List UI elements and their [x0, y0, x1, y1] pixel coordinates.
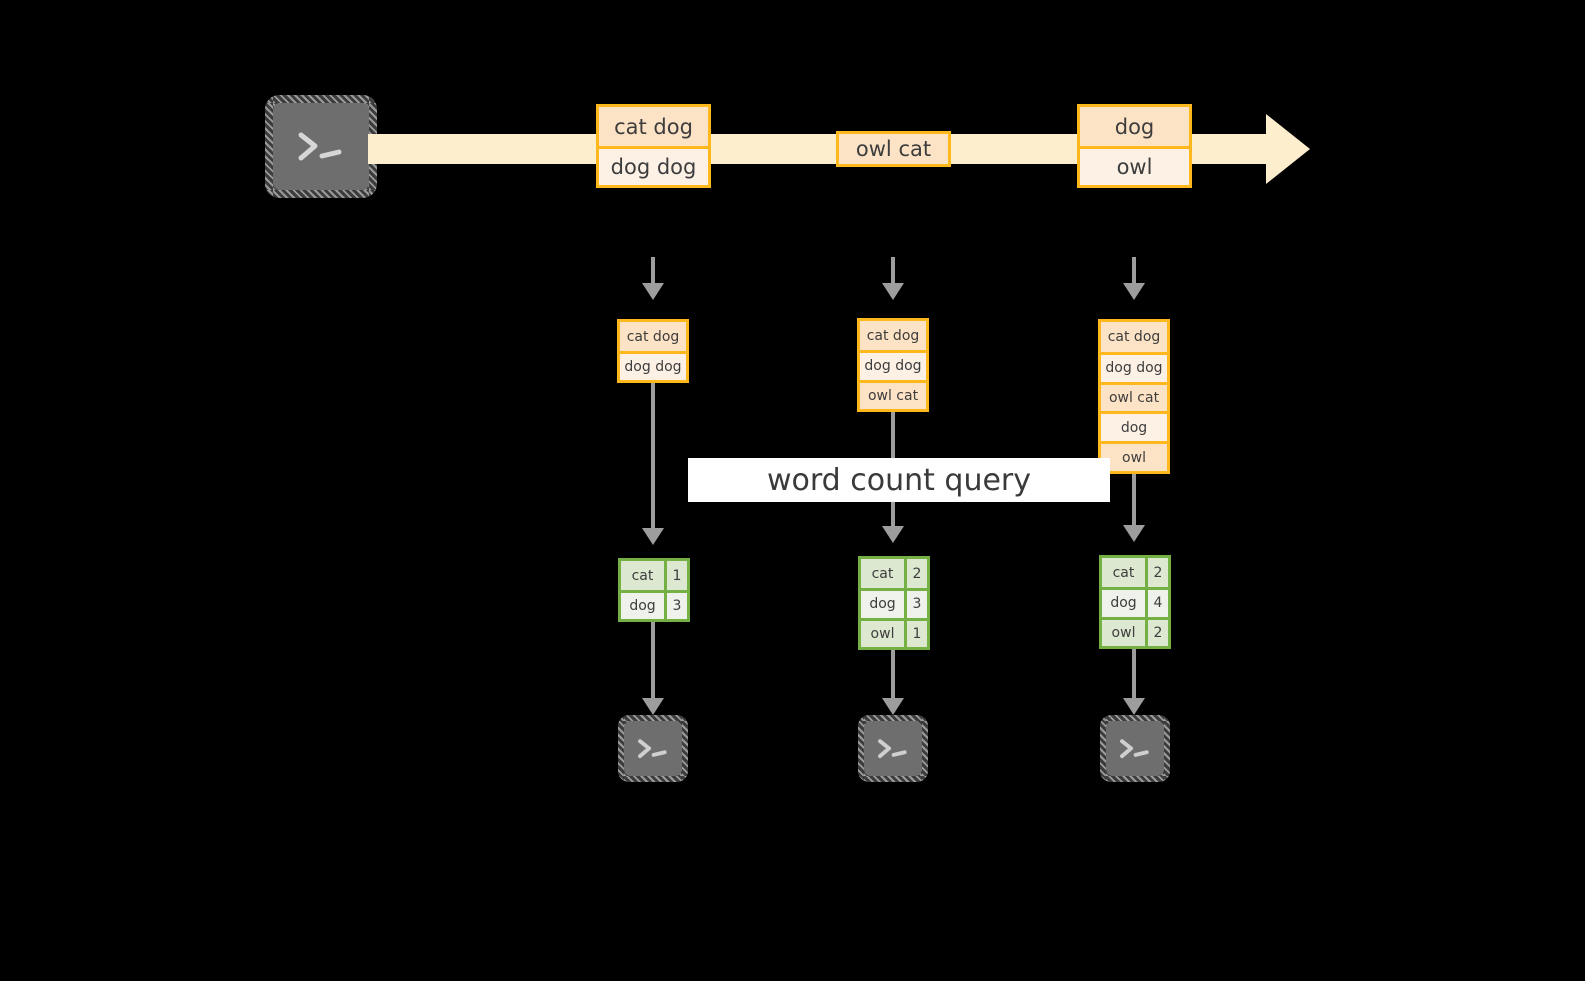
result-word: dog	[1102, 590, 1148, 617]
snapshot-1-accumulated-box: cat dog dog dog	[617, 319, 689, 383]
stream-event-line: cat dog	[599, 107, 708, 146]
result-count: 2	[1148, 619, 1168, 646]
accumulated-line: dog	[1101, 411, 1167, 442]
snapshot-3-accumulated-box: cat dog dog dog owl cat dog owl	[1098, 319, 1170, 474]
snapshot-1-result-table: cat 1 dog 3	[618, 558, 690, 622]
snapshot-2-dashed-connector	[891, 257, 895, 283]
result-word: owl	[1102, 619, 1148, 646]
result-count: 1	[667, 561, 687, 590]
table-row: owl 1	[861, 617, 927, 647]
result-word: dog	[621, 593, 667, 619]
result-word: cat	[861, 559, 907, 589]
stream-arrowhead-icon	[1266, 114, 1310, 184]
terminal-screen	[273, 103, 369, 190]
accumulated-line: cat dog	[860, 321, 926, 351]
table-row: cat 2	[1102, 558, 1168, 588]
snapshot-2-dashed-arrowhead-icon	[882, 283, 904, 300]
table-row: cat 2	[861, 559, 927, 589]
result-word: owl	[861, 620, 907, 647]
accumulated-line: dog dog	[620, 351, 686, 380]
snapshot-2-sink-arrowhead-icon	[882, 698, 904, 715]
stream-event-line: owl cat	[839, 134, 948, 164]
result-word: cat	[621, 561, 667, 590]
accumulated-line: dog dog	[860, 350, 926, 380]
snapshot-1-query-connector	[651, 383, 655, 528]
result-word: cat	[1102, 558, 1148, 588]
snapshot-3-result-table: cat 2 dog 4 owl 2	[1099, 555, 1171, 649]
stream-event-line: dog	[1080, 107, 1189, 146]
prompt-glyph-icon	[878, 738, 907, 758]
snapshot-2-query-arrowhead-icon	[882, 526, 904, 543]
snapshot-3-query-connector	[1132, 474, 1136, 525]
snapshot-3-dashed-connector	[1132, 257, 1136, 283]
terminal-screen	[1106, 721, 1164, 776]
snapshot-3-sink-terminal-icon	[1100, 715, 1170, 782]
accumulated-line: owl cat	[1101, 381, 1167, 412]
snapshot-3-dashed-arrowhead-icon	[1123, 283, 1145, 300]
snapshot-2-sink-connector	[891, 650, 895, 698]
result-count: 3	[667, 593, 687, 619]
terminal-screen	[864, 721, 922, 776]
prompt-glyph-icon	[1120, 738, 1149, 758]
table-row: cat 1	[621, 561, 687, 590]
result-count: 4	[1148, 590, 1168, 617]
snapshot-1-dashed-arrowhead-icon	[642, 283, 664, 300]
snapshot-1-sink-terminal-icon	[618, 715, 688, 782]
prompt-glyph-icon	[298, 132, 342, 160]
snapshot-2-result-table: cat 2 dog 3 owl 1	[858, 556, 930, 650]
accumulated-line: dog dog	[1101, 351, 1167, 382]
snapshot-1-query-arrowhead-icon	[642, 528, 664, 545]
result-count: 2	[907, 559, 927, 589]
word-count-query-label: word count query	[688, 458, 1110, 502]
result-word: dog	[861, 591, 907, 618]
snapshot-2-accumulated-box: cat dog dog dog owl cat	[857, 318, 929, 412]
snapshot-3-query-arrowhead-icon	[1123, 525, 1145, 542]
table-row: dog 3	[621, 590, 687, 619]
source-terminal-icon	[265, 95, 377, 198]
accumulated-line: owl	[1101, 441, 1167, 471]
accumulated-line: cat dog	[620, 322, 686, 351]
stream-event-box: dog owl	[1077, 104, 1192, 188]
stream-event-box: cat dog dog dog	[596, 104, 711, 188]
snapshot-1-dashed-connector	[651, 257, 655, 283]
table-row: dog 4	[1102, 587, 1168, 617]
result-count: 2	[1148, 558, 1168, 588]
accumulated-line: owl cat	[860, 379, 926, 409]
stream-event-line: owl	[1080, 146, 1189, 185]
stream-event-box: owl cat	[836, 131, 951, 167]
terminal-screen	[624, 721, 682, 776]
result-count: 1	[907, 620, 927, 647]
snapshot-3-sink-arrowhead-icon	[1123, 698, 1145, 715]
snapshot-3-sink-connector	[1132, 649, 1136, 698]
snapshot-1-sink-connector	[651, 622, 655, 698]
table-row: owl 2	[1102, 616, 1168, 646]
prompt-glyph-icon	[638, 738, 667, 758]
accumulated-line: cat dog	[1101, 322, 1167, 352]
snapshot-2-sink-terminal-icon	[858, 715, 928, 782]
stream-event-line: dog dog	[599, 146, 708, 185]
snapshot-1-sink-arrowhead-icon	[642, 698, 664, 715]
result-count: 3	[907, 591, 927, 618]
table-row: dog 3	[861, 588, 927, 618]
